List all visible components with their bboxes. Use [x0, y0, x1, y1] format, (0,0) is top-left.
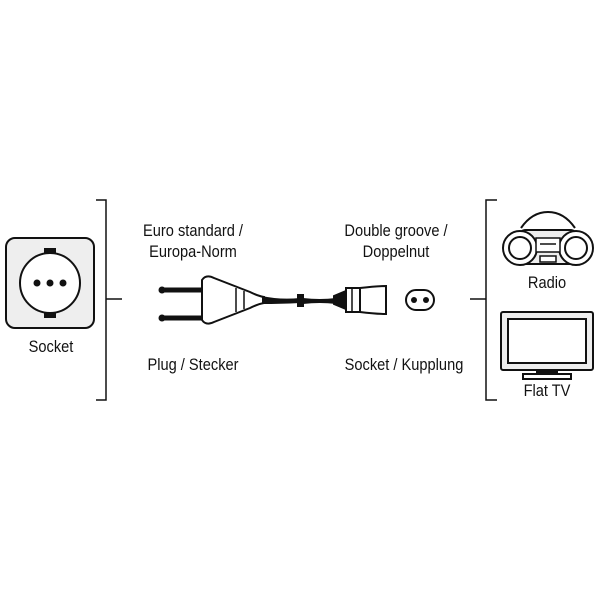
plug-label: Plug / Stecker: [147, 355, 239, 374]
radio-icon: [502, 210, 594, 266]
radio-label: Radio: [527, 273, 567, 292]
left-bracket: [96, 199, 122, 401]
plug-type-line1: Euro standard /: [143, 221, 243, 240]
right-bracket: [470, 199, 497, 401]
flat-tv-label: Flat TV: [523, 381, 571, 400]
figure-eight-socket-icon: [405, 289, 435, 311]
c7-connector-icon: [333, 284, 387, 316]
plug-type-line2: Europa-Norm: [149, 242, 237, 261]
plug-type-label: Euro standard / Europa-Norm: [129, 220, 258, 262]
flat-tv-icon: [500, 311, 594, 380]
power-cable: [262, 294, 336, 307]
connector-type-label: Double groove / Doppelnut: [327, 220, 465, 262]
connector-type-line2: Doppelnut: [362, 242, 430, 261]
socket-label: Socket: [28, 337, 74, 356]
wall-socket-icon: [5, 237, 95, 329]
euro-plug-icon: [158, 275, 265, 325]
connector-type-line1: Double groove /: [344, 221, 448, 240]
connector-label: Socket / Kupplung: [344, 355, 464, 374]
